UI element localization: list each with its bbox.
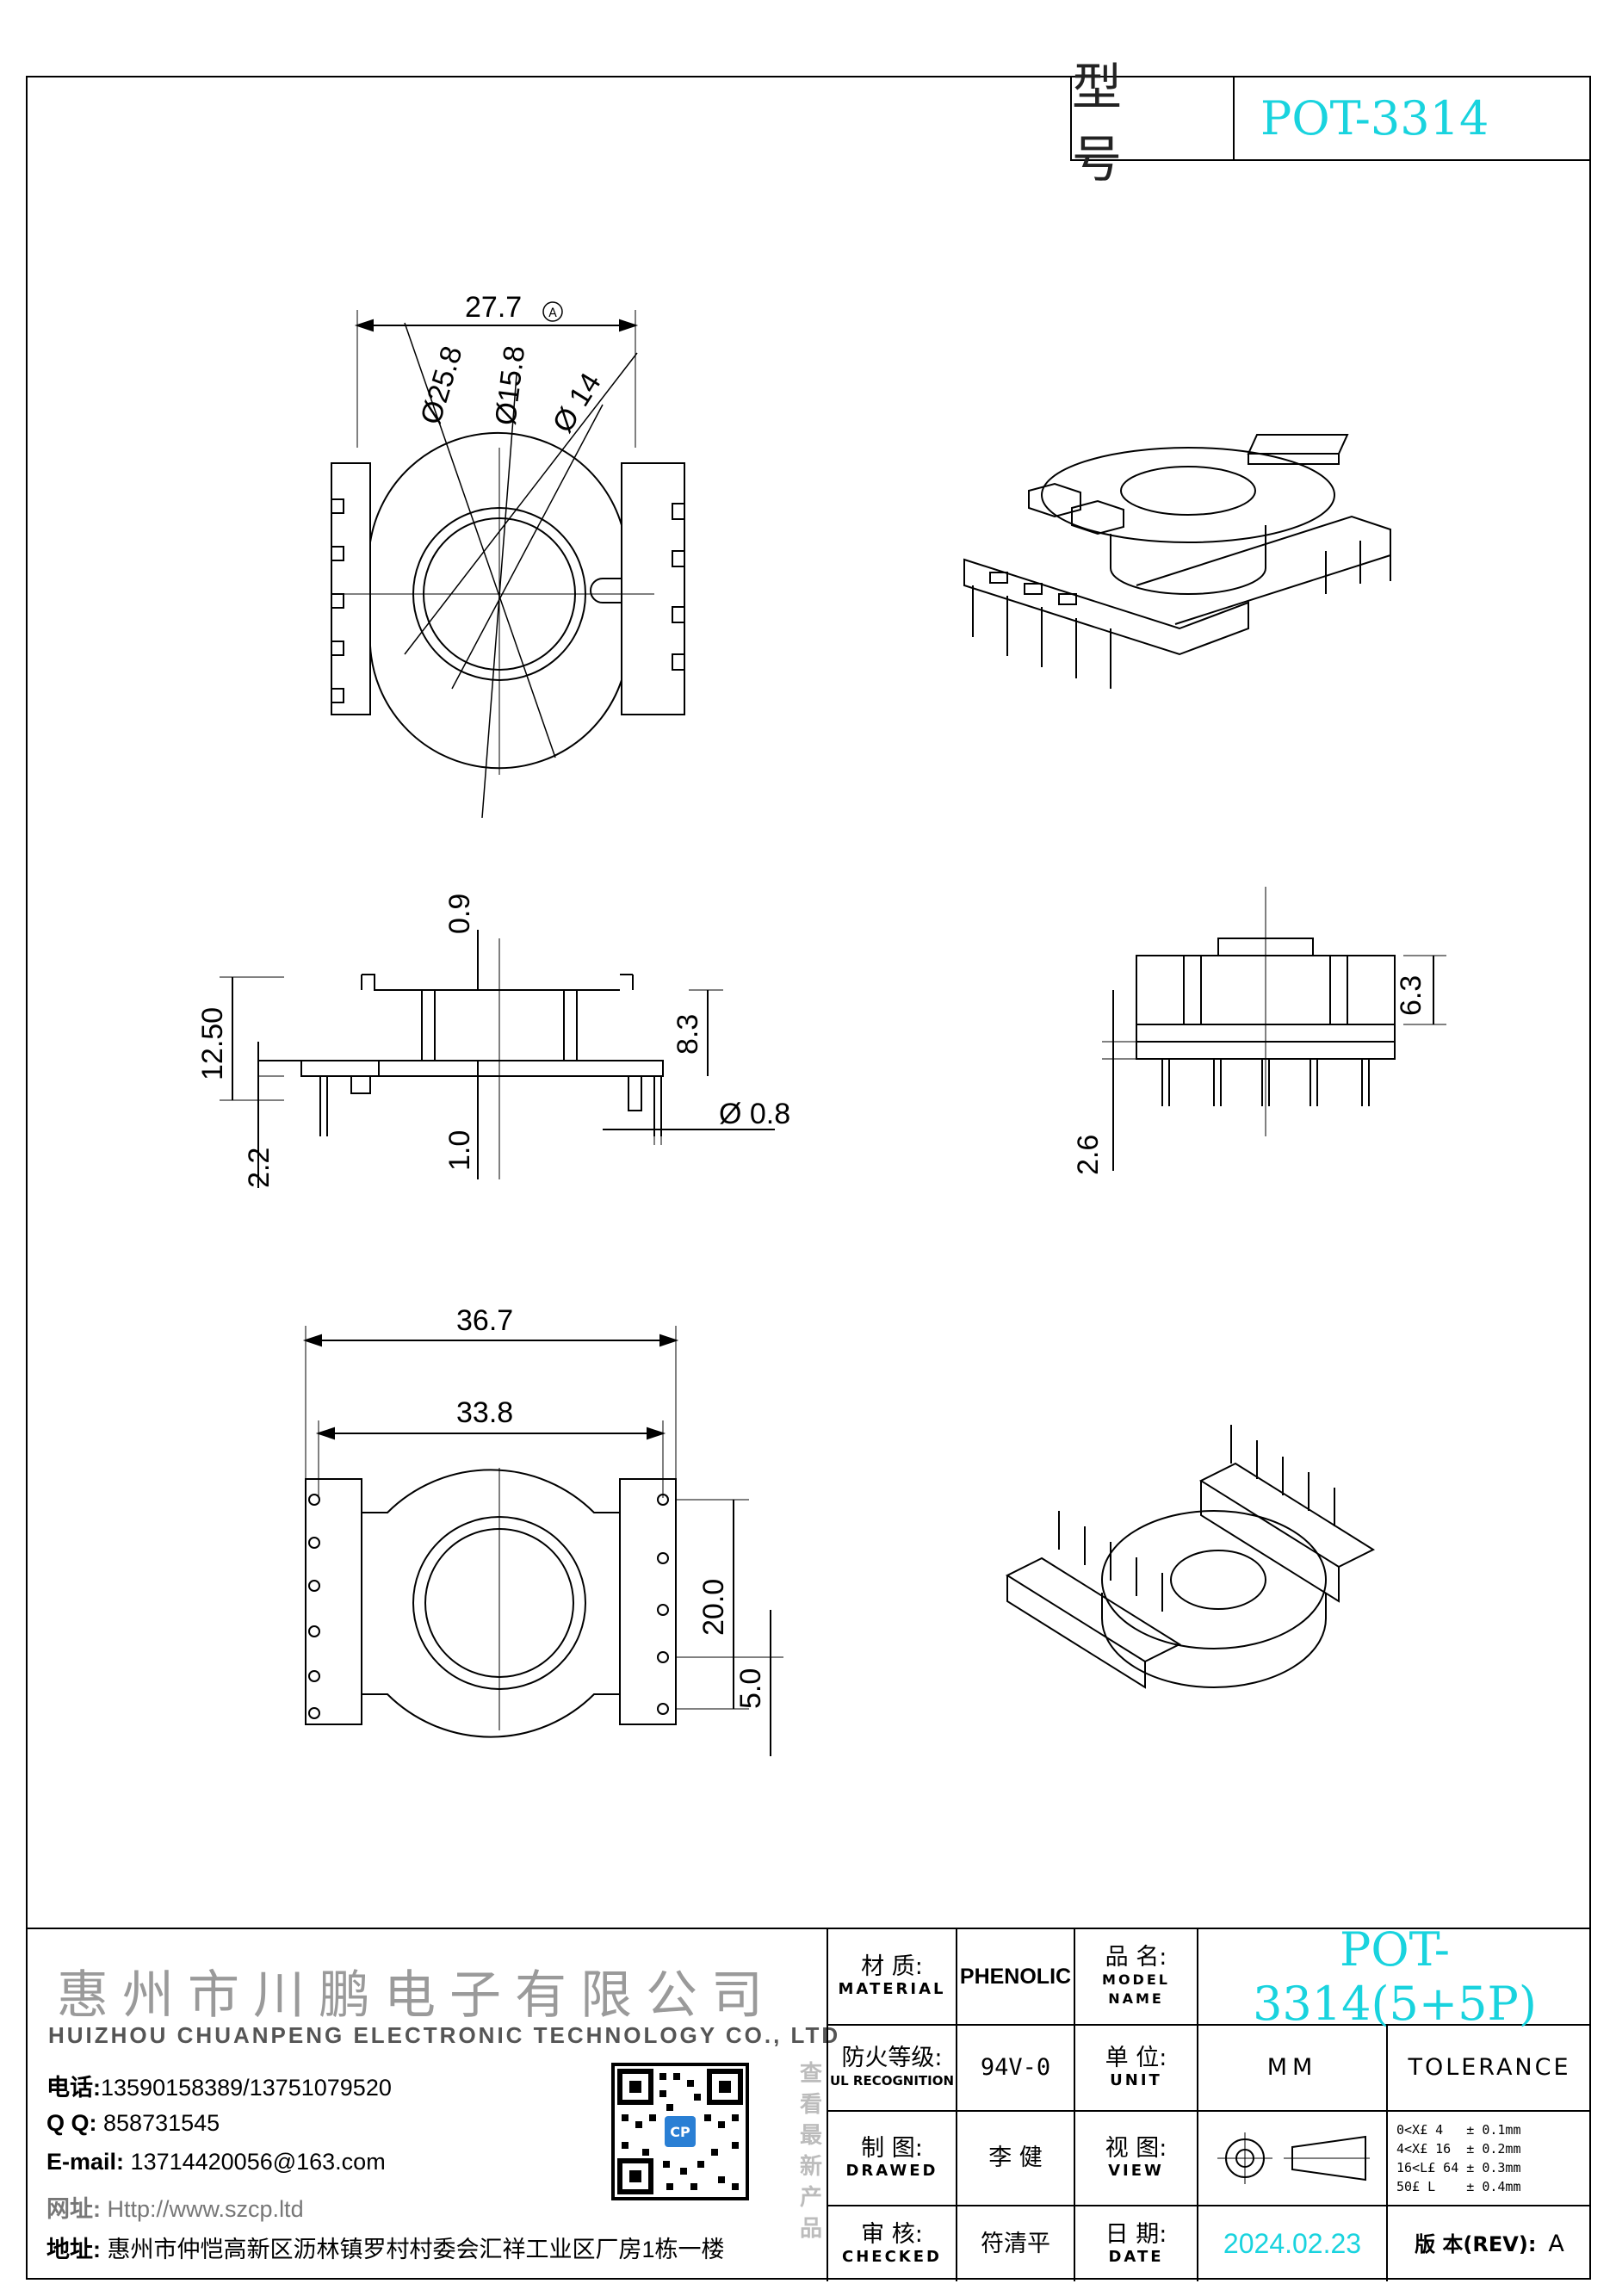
view-label: 视 图:VIEW: [1105, 2135, 1167, 2181]
dim-2-2: 2.2: [243, 1148, 276, 1188]
tolerance-line-2: 4<X£ 16 ± 0.2mm: [1396, 2141, 1521, 2157]
revision-value: A: [1548, 2230, 1564, 2257]
drawing-frame: [26, 76, 1591, 2280]
title-block: 惠州市川鹏电子有限公司 HUIZHOU CHUANPENG ELECTRONIC…: [26, 1922, 1591, 2281]
model-name-value: POT-3314(5+5P): [1253, 1922, 1537, 2031]
phone-value: 13590158389/13751079520: [101, 2075, 392, 2101]
dim-8-3: 8.3: [672, 1014, 704, 1055]
dim-0-9: 0.9: [443, 894, 476, 934]
isometric-view-top: [963, 434, 1391, 689]
web-line: 网址: Http://www.szcp.ltd: [46, 2190, 304, 2224]
top-view: [331, 310, 685, 819]
technical-drawing: 27.7 A Ø25.8 Ø15.8 Ø 14: [196, 291, 1446, 1756]
marker-a: A: [548, 306, 557, 320]
isometric-view-bottom: [1005, 1425, 1376, 1689]
unit-label: 单 位:UNIT: [1105, 2045, 1167, 2090]
address-label: 地址:: [46, 2237, 101, 2262]
web-value[interactable]: Http://www.szcp.ltd: [107, 2196, 304, 2222]
phone-label: 电话:: [46, 2075, 101, 2101]
qq-value: 858731545: [103, 2110, 220, 2136]
dim-1-0: 1.0: [443, 1130, 476, 1171]
projection-symbol: [1198, 2112, 1386, 2205]
dim-12-50: 12.50: [196, 1007, 229, 1080]
checked-by-value: 符清平: [981, 2230, 1050, 2257]
model-value: POT-3314: [1260, 91, 1489, 145]
phone-line: 电话:13590158389/13751079520: [46, 2069, 392, 2102]
qq-line: Q Q: 858731545: [46, 2110, 220, 2137]
material-value: PHENOLIC: [959, 1965, 1072, 1989]
company-name-en: HUIZHOU CHUANPENG ELECTRONIC TECHNOLOGY …: [48, 2022, 841, 2048]
drawn-by-value: 李 健: [988, 2144, 1043, 2171]
ul-recognition-value: 94V-0: [980, 2054, 1051, 2081]
side-view: [220, 930, 775, 1188]
dim-27-7: 27.7: [465, 291, 522, 324]
email-label: E-mail:: [46, 2149, 125, 2175]
dim-0-8: Ø 0.8: [719, 1098, 790, 1130]
third-angle-projection-icon: [1217, 2132, 1370, 2184]
qr-logo-icon: CP: [665, 2116, 696, 2147]
tolerance-label: TOLERANCE: [1408, 2054, 1571, 2081]
dim-25-8: Ø25.8: [414, 343, 468, 429]
qr-pattern-icon: [617, 2069, 743, 2194]
model-name-label: 品 名:MODEL NAME: [1102, 1944, 1170, 2008]
dim-36-7: 36.7: [456, 1304, 513, 1337]
tolerance-line-4: 50£ L ± 0.4mm: [1396, 2179, 1521, 2194]
date-value: 2024.02.23: [1223, 2228, 1362, 2259]
dim-20-0: 20.0: [697, 1579, 730, 1636]
latest-products-note: 查看最新产品: [799, 2061, 822, 2242]
address-line: 地址: 惠州市仲恺高新区沥林镇罗村村委会汇祥工业区厂房1栋一楼: [46, 2231, 725, 2264]
dim-15-8: Ø15.8: [489, 343, 531, 427]
dim-6-3: 6.3: [1395, 975, 1427, 1016]
qr-code[interactable]: CP: [611, 2063, 749, 2200]
dim-2-6: 2.6: [1072, 1135, 1105, 1175]
email-value: 13714420056@163.com: [130, 2149, 386, 2175]
email-line: E-mail: 13714420056@163.com: [46, 2149, 386, 2175]
tolerance-line-3: 16<L£ 64 ± 0.3mm: [1396, 2160, 1521, 2175]
date-label: 日 期:DATE: [1105, 2220, 1167, 2266]
ul-recognition-label: 防火等级:UL RECOGNITION: [829, 2045, 955, 2089]
material-label: 材 质:MATERIAL: [838, 1953, 946, 1999]
checked-by-label: 审 核:CHECKED: [842, 2220, 942, 2266]
company-info: 惠州市川鹏电子有限公司 HUIZHOU CHUANPENG ELECTRONIC…: [26, 1929, 838, 2281]
company-name-cn: 惠州市川鹏电子有限公司: [57, 1965, 777, 2026]
front-view: [1102, 887, 1446, 1171]
revision-label: 版 本(REV):: [1415, 2231, 1537, 2256]
dim-33-8: 33.8: [456, 1396, 513, 1429]
unit-value: MM: [1266, 2054, 1318, 2081]
web-label: 网址:: [46, 2196, 101, 2222]
tolerance-table: 0<X£ 4 ± 0.1mm 4<X£ 16 ± 0.2mm 16<L£ 64 …: [1388, 2112, 1591, 2205]
qq-label: Q Q:: [46, 2110, 97, 2136]
drawn-by-label: 制 图:DRAWED: [845, 2135, 938, 2181]
dim-5-0: 5.0: [734, 1668, 767, 1709]
spec-grid: 材 质:MATERIAL PHENOLIC 品 名:MODEL NAME POT…: [827, 1922, 1591, 2281]
address-value: 惠州市仲恺高新区沥林镇罗村村委会汇祥工业区厂房1栋一楼: [107, 2237, 725, 2262]
bottom-view: [302, 1326, 783, 1756]
revision: 版 本(REV): A: [1388, 2206, 1591, 2281]
tolerance-line-1: 0<X£ 4 ± 0.1mm: [1396, 2122, 1521, 2138]
